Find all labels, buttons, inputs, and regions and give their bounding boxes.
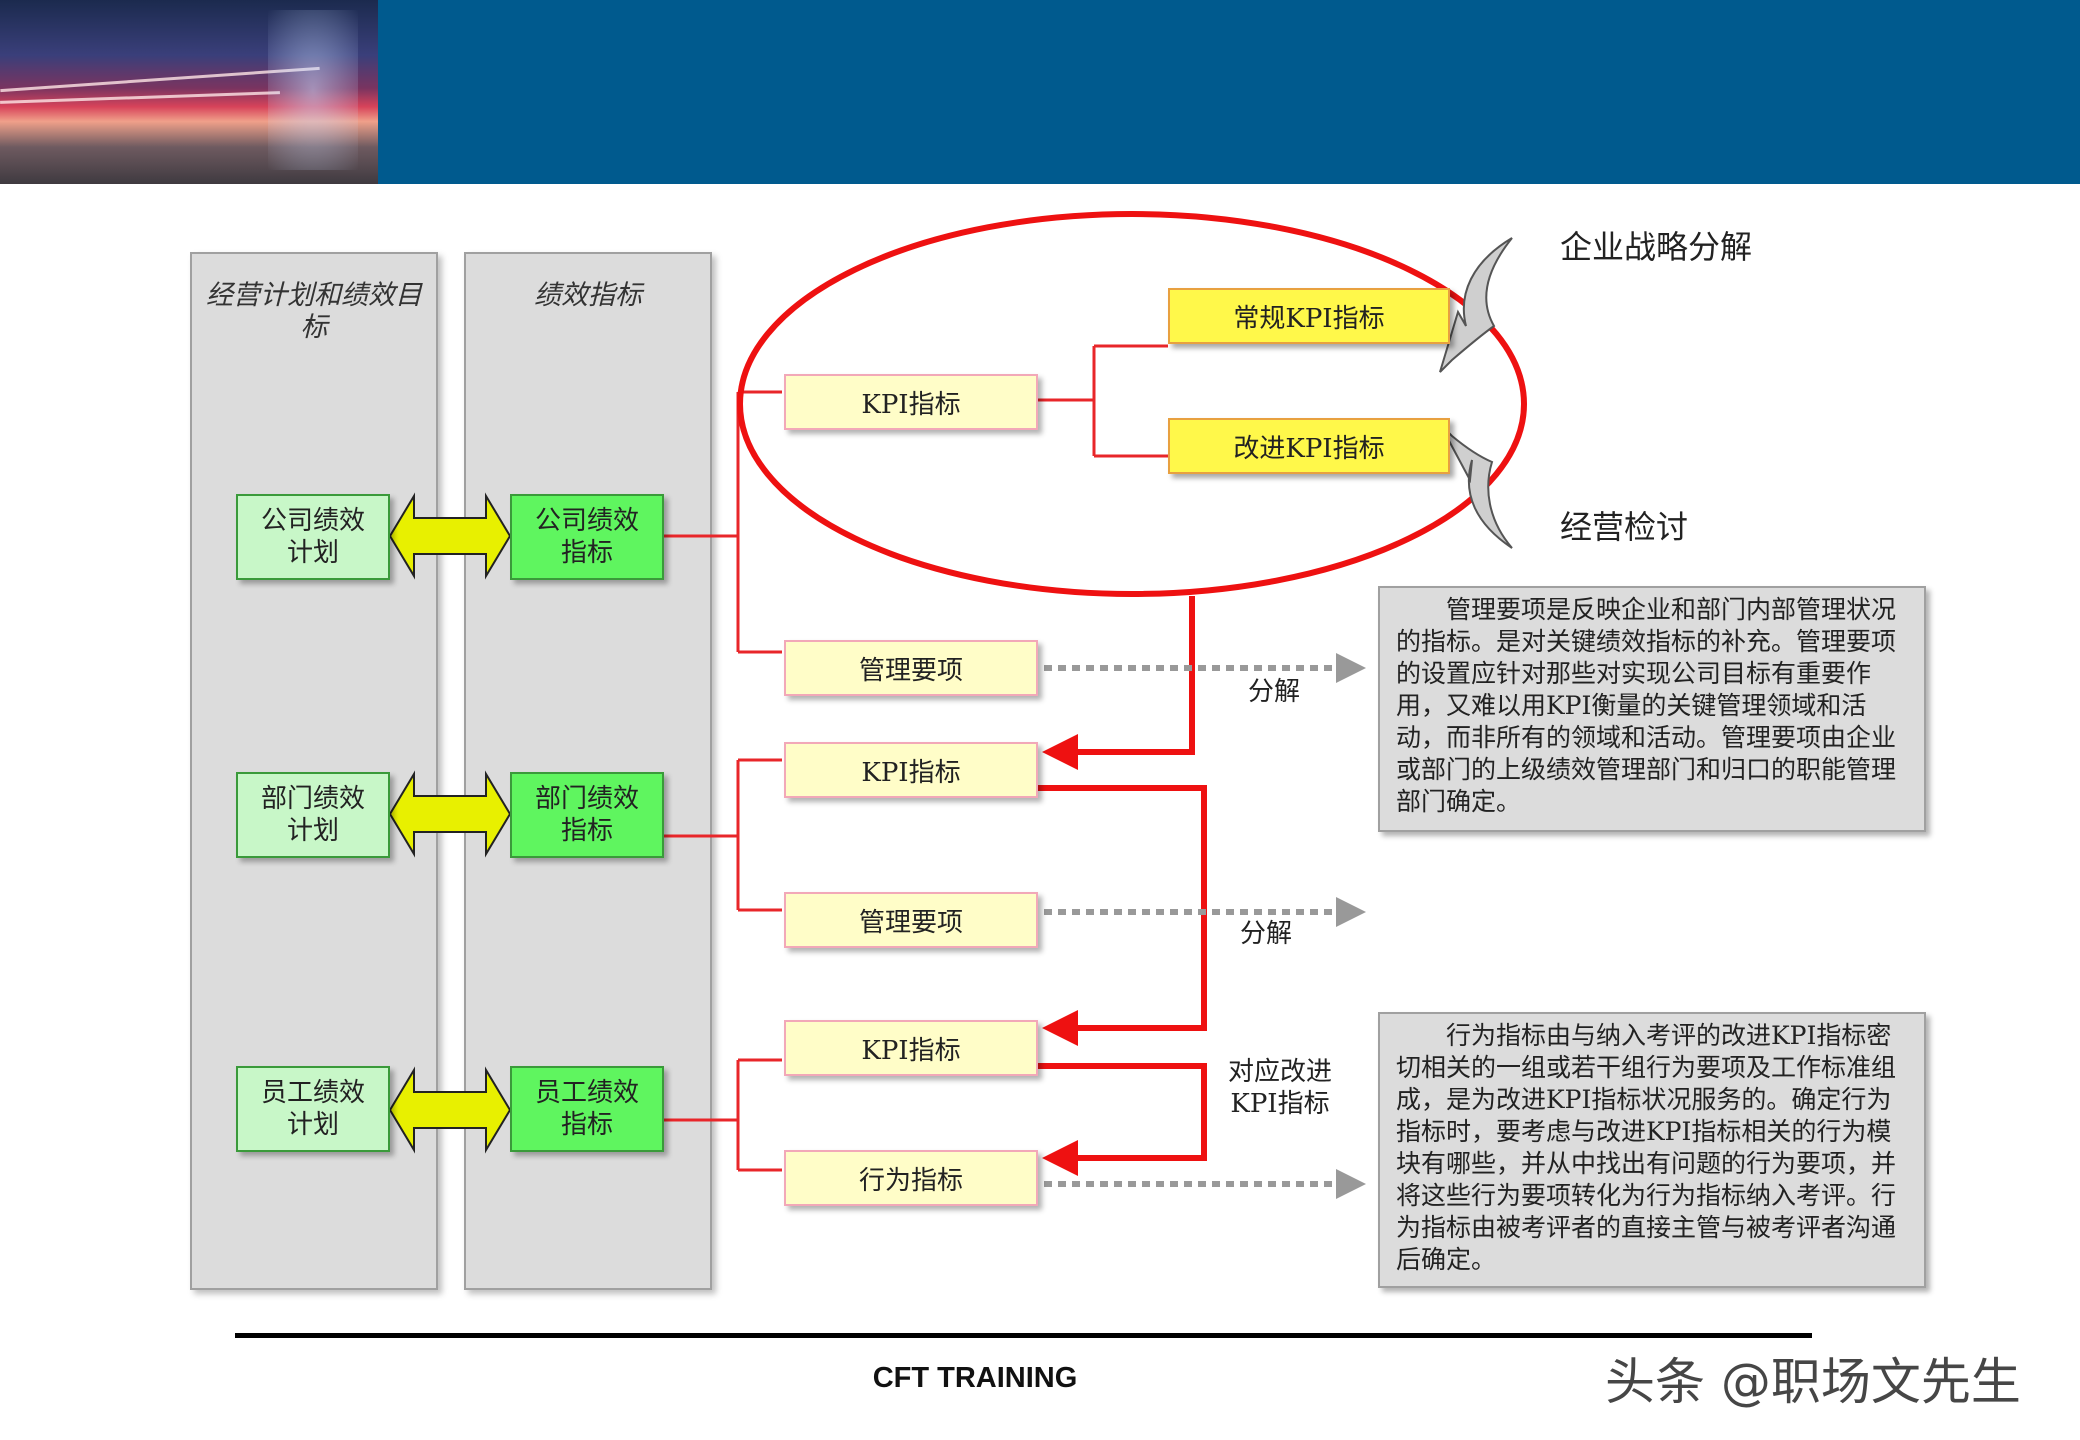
- indicator-employee: 员工绩效指标: [510, 1066, 664, 1152]
- plan-company: 公司绩效计划: [236, 494, 390, 580]
- employee-kpi-label: KPI指标: [861, 1030, 960, 1067]
- footer-text: CFT TRAINING: [873, 1362, 1078, 1395]
- watermark: 头条 @职场文先生: [1605, 1342, 2021, 1414]
- indicator-dept: 部门绩效指标: [510, 772, 664, 858]
- review-curved-arrow: [1440, 424, 1512, 548]
- footer-rule: [235, 1333, 1812, 1338]
- company-kpi-label: KPI指标: [861, 384, 960, 421]
- plan-employee-label: 员工绩效计划: [258, 1077, 368, 1141]
- flow-arrow-dept-to-employee: [1038, 788, 1204, 1028]
- review-label: 经营检讨: [1560, 502, 1688, 548]
- improve-kpi-label: 改进KPI指标: [1233, 428, 1384, 465]
- indicator-employee-label: 员工绩效指标: [532, 1077, 642, 1141]
- bracket-company: [662, 392, 782, 652]
- dept-mgmt-box: 管理要项: [784, 892, 1038, 948]
- decompose-label-1: 分解: [1248, 676, 1300, 708]
- employee-behavior-label: 行为指标: [859, 1160, 963, 1197]
- company-mgmt-label: 管理要项: [859, 650, 963, 687]
- bracket-dept: [662, 760, 782, 910]
- behavior-note-text: 行为指标由与纳入考评的改进KPI指标密切相关的一组或若干组行为要项及工作标准组成…: [1396, 1021, 1896, 1274]
- regular-kpi-box: 常规KPI指标: [1168, 288, 1450, 344]
- flow-arrows: [1038, 596, 1204, 1158]
- company-kpi-box: KPI指标: [784, 374, 1038, 430]
- behavior-note-box: 行为指标由与纳入考评的改进KPI指标密切相关的一组或若干组行为要项及工作标准组成…: [1378, 1012, 1926, 1288]
- flow-arrow-kpi-to-behavior: [1038, 1066, 1204, 1158]
- indicator-company: 公司绩效指标: [510, 494, 664, 580]
- improve-kpi-box: 改进KPI指标: [1168, 418, 1450, 474]
- double-arrow-employee: [390, 1070, 510, 1150]
- dept-kpi-box: KPI指标: [784, 742, 1038, 798]
- mgmt-note-text: 管理要项是反映企业和部门内部管理状况的指标。是对关键绩效指标的补充。管理要项的设…: [1396, 595, 1896, 816]
- double-arrow-company: [390, 496, 510, 576]
- regular-kpi-label: 常规KPI指标: [1233, 298, 1384, 335]
- plan-dept: 部门绩效计划: [236, 772, 390, 858]
- company-mgmt-box: 管理要项: [784, 640, 1038, 696]
- plan-dept-label: 部门绩效计划: [258, 783, 368, 847]
- mgmt-note-box: 管理要项是反映企业和部门内部管理状况的指标。是对关键绩效指标的补充。管理要项的设…: [1378, 586, 1926, 832]
- flow-arrow-company-to-dept: [1048, 596, 1192, 752]
- bracket-kpi-split: [1034, 346, 1168, 456]
- strategy-label: 企业战略分解: [1560, 222, 1752, 268]
- indicator-dept-label: 部门绩效指标: [532, 783, 642, 847]
- strategy-curved-arrow: [1440, 238, 1512, 372]
- double-arrow-dept: [390, 774, 510, 854]
- indicator-company-label: 公司绩效指标: [532, 505, 642, 569]
- employee-behavior-box: 行为指标: [784, 1150, 1038, 1206]
- decompose-label-2: 分解: [1240, 918, 1292, 950]
- plan-company-label: 公司绩效计划: [258, 505, 368, 569]
- dept-mgmt-label: 管理要项: [859, 902, 963, 939]
- dept-kpi-label: KPI指标: [861, 752, 960, 789]
- corresponding-label: 对应改进KPI指标: [1224, 1056, 1336, 1120]
- employee-kpi-box: KPI指标: [784, 1020, 1038, 1076]
- bracket-employee: [662, 1060, 782, 1170]
- plan-employee: 员工绩效计划: [236, 1066, 390, 1152]
